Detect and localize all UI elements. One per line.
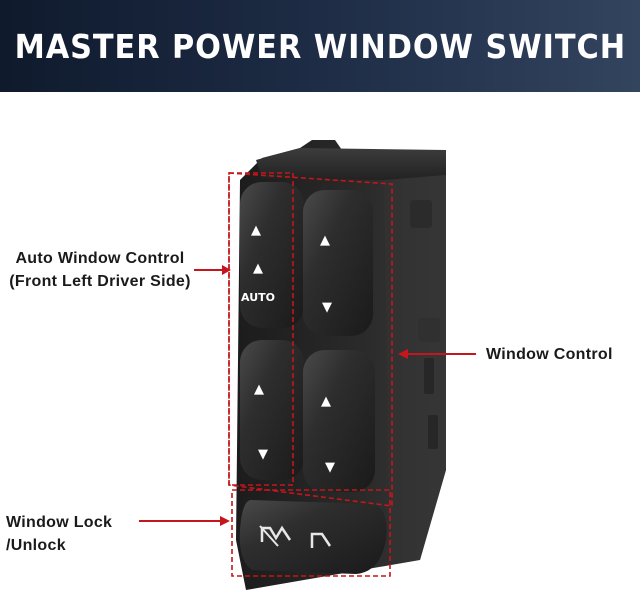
title-banner: MASTER POWER WINDOW SWITCH (0, 0, 640, 92)
auto-window-label: Auto Window Control (Front Left Driver S… (9, 250, 191, 290)
window-control-arrow-icon (398, 349, 476, 359)
window-switch-rear-right[interactable] (303, 350, 375, 492)
down-arrow-icon: ▼ (325, 460, 335, 475)
up-arrow-icon: ▲ (254, 382, 264, 397)
window-unlock-icon (310, 532, 332, 548)
window-lock-icon (259, 525, 292, 547)
auto-label: AUTO (241, 291, 275, 304)
window-switch-rear-left[interactable] (240, 340, 304, 480)
down-arrow-icon: ▼ (258, 447, 268, 462)
auto-window-arrow-icon (194, 265, 231, 275)
up-arrow-icon: ▲ (320, 233, 330, 248)
window-lock-switch[interactable] (239, 500, 387, 574)
auto-up-arrow-icon-lower: ▲ (253, 261, 263, 276)
window-lock-callout-box (231, 489, 391, 577)
down-arrow-icon: ▼ (322, 300, 332, 315)
up-arrow-icon: ▲ (321, 394, 331, 409)
window-control-callout-box (228, 172, 393, 507)
window-lock-label: Window Lock /Unlock (6, 514, 113, 554)
window-switch-front-left[interactable] (240, 182, 304, 328)
window-lock-arrow-icon (139, 516, 230, 526)
window-switch-front-right[interactable] (303, 190, 373, 336)
window-control-label: Window Control (486, 346, 613, 363)
auto-up-arrow-icon: ▲ (251, 223, 261, 238)
banner-title: MASTER POWER WINDOW SWITCH (14, 26, 626, 66)
